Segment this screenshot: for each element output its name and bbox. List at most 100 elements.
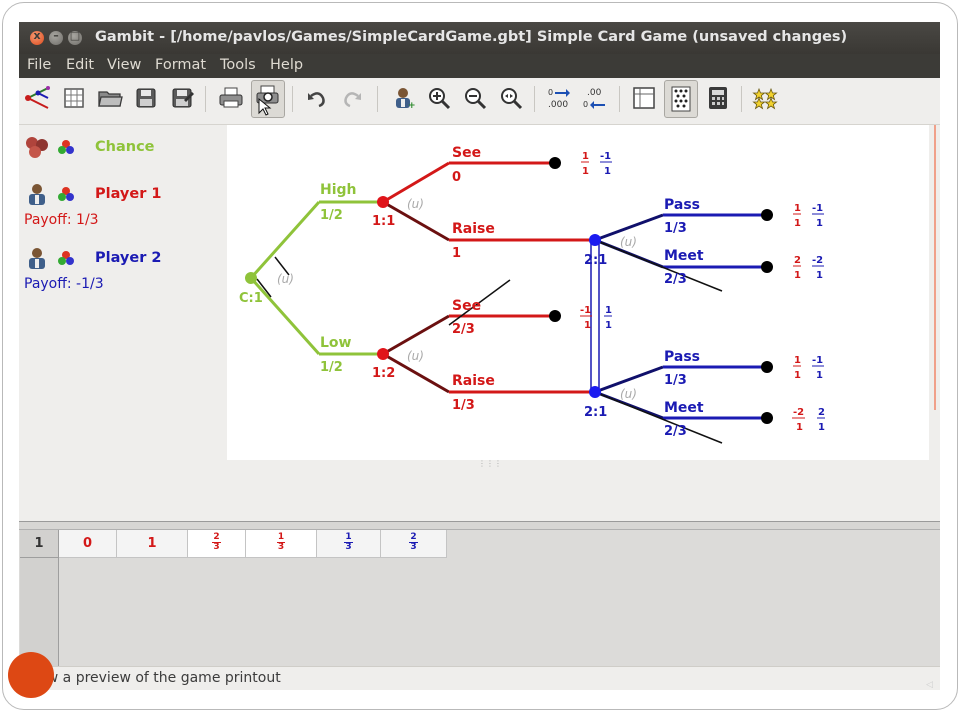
payoff-p1-denominator: 1 bbox=[794, 370, 801, 381]
unknown-label: (u) bbox=[407, 349, 424, 363]
menu-edit[interactable]: Edit bbox=[66, 57, 95, 73]
menu-view[interactable]: View bbox=[107, 57, 142, 73]
prob-low-see-label: 2/3 bbox=[452, 322, 475, 337]
zoom-out-icon bbox=[465, 88, 487, 110]
player1-payoff: Payoff: 1/3 bbox=[24, 212, 99, 228]
branch-low[interactable] bbox=[249, 276, 383, 356]
prob-high-label: 1/2 bbox=[320, 208, 343, 223]
zoom-fit-button[interactable] bbox=[496, 83, 526, 113]
toolbar-separator bbox=[534, 86, 535, 112]
decimals-decrease-button[interactable]: .00 0 bbox=[580, 83, 610, 113]
decimals-increase-button[interactable]: 0 .000 bbox=[545, 83, 575, 113]
open-button[interactable] bbox=[95, 83, 125, 113]
page-corner-mark: ◁ bbox=[926, 680, 933, 690]
player1-color-icon[interactable] bbox=[58, 186, 74, 202]
branch-low-see[interactable] bbox=[382, 314, 555, 356]
action-low-raise-label: Raise bbox=[452, 373, 495, 389]
action-b-pass-label: Pass bbox=[664, 349, 700, 365]
print-icon bbox=[219, 87, 243, 108]
game-tree-canvas[interactable]: High 1/2 Low 1/2 See 0 Raise 1 bbox=[227, 125, 929, 460]
pane-splitter-handle[interactable]: ⋮⋮⋮ bbox=[478, 459, 502, 468]
terminal-node[interactable] bbox=[549, 310, 561, 322]
strategic-view-icon bbox=[671, 86, 691, 112]
table-row-header-area bbox=[20, 558, 59, 667]
branch-tick bbox=[596, 240, 723, 292]
prob-b-pass-label: 1/3 bbox=[664, 373, 687, 388]
player1-node-high[interactable] bbox=[377, 196, 389, 208]
chance-node[interactable] bbox=[245, 272, 257, 284]
equilibria-button[interactable] bbox=[750, 83, 780, 113]
terminal-node[interactable] bbox=[761, 412, 773, 424]
branch-high-see[interactable] bbox=[382, 161, 555, 204]
zoom-out-button[interactable] bbox=[460, 83, 490, 113]
branch-high[interactable] bbox=[249, 200, 383, 280]
new-button[interactable] bbox=[59, 83, 89, 113]
maximize-button[interactable]: □ bbox=[68, 29, 82, 45]
fraction-numerator: 2 bbox=[409, 532, 418, 543]
prob-b-meet-label: 2/3 bbox=[664, 424, 687, 439]
table-row-header[interactable]: 1 bbox=[20, 530, 59, 558]
branch-a-pass[interactable] bbox=[594, 213, 767, 242]
node-1-1-label: 1:1 bbox=[372, 214, 395, 229]
zoom-in-button[interactable] bbox=[424, 83, 454, 113]
branch-high-raise[interactable] bbox=[382, 200, 595, 242]
player1-node-low[interactable] bbox=[377, 348, 389, 360]
payoff-p1-numerator: 1 bbox=[582, 151, 589, 162]
player2-node-upper[interactable] bbox=[589, 234, 601, 246]
menu-file[interactable]: File bbox=[27, 57, 52, 73]
terminal-node[interactable] bbox=[549, 157, 561, 169]
player2-node-lower[interactable] bbox=[589, 386, 601, 398]
tree-view-button[interactable] bbox=[629, 83, 659, 113]
branch-tick bbox=[256, 278, 272, 298]
table-cell[interactable]: 0 bbox=[59, 530, 117, 558]
chance-color-icon[interactable] bbox=[58, 139, 74, 155]
branch-tick bbox=[596, 392, 723, 444]
print-preview-button[interactable] bbox=[251, 80, 285, 118]
print-button[interactable] bbox=[216, 83, 246, 113]
table-cell[interactable]: 1 bbox=[117, 530, 188, 558]
add-player-button[interactable]: + bbox=[388, 83, 418, 113]
save-button[interactable] bbox=[131, 83, 161, 113]
equilibria-icon bbox=[752, 87, 778, 110]
calculator-button[interactable] bbox=[703, 83, 733, 113]
payoff-p1-numerator: 1 bbox=[794, 355, 801, 366]
status-bar: View a preview of the game printout bbox=[19, 666, 940, 690]
strategic-view-button[interactable] bbox=[664, 80, 698, 118]
terminal-node[interactable] bbox=[761, 361, 773, 373]
save-as-button[interactable] bbox=[167, 83, 197, 113]
menu-format[interactable]: Format bbox=[155, 57, 207, 73]
terminal-node[interactable] bbox=[761, 261, 773, 273]
chance-player-name[interactable]: Chance bbox=[95, 139, 155, 155]
player2-name[interactable]: Player 2 bbox=[95, 250, 162, 266]
redo-button[interactable] bbox=[337, 83, 367, 113]
terminal-node[interactable] bbox=[761, 209, 773, 221]
fraction-numerator: 1 bbox=[276, 532, 286, 543]
player1-name[interactable]: Player 1 bbox=[95, 186, 162, 202]
new-table-icon bbox=[64, 88, 84, 108]
gambit-logo-button[interactable] bbox=[23, 83, 53, 113]
undo-button[interactable] bbox=[302, 83, 332, 113]
minimize-button[interactable]: – bbox=[49, 29, 63, 45]
payoff-a-pass: 1 1 -1 1 bbox=[793, 203, 824, 229]
payoff-b-meet: -2 1 2 1 bbox=[792, 407, 825, 433]
node-1-2-label: 1:2 bbox=[372, 366, 395, 381]
toolbar-separator bbox=[377, 86, 378, 112]
window-title: Gambit - [/home/pavlos/Games/SimpleCardG… bbox=[95, 29, 848, 45]
menu-tools[interactable]: Tools bbox=[220, 57, 256, 73]
game-tree[interactable]: High 1/2 Low 1/2 See 0 Raise 1 bbox=[227, 125, 929, 460]
close-button[interactable]: x bbox=[30, 29, 44, 45]
payoff-b-pass: 1 1 -1 1 bbox=[793, 355, 824, 381]
dice-icon[interactable] bbox=[24, 135, 50, 159]
menu-help[interactable]: Help bbox=[270, 57, 304, 73]
branch-b-pass[interactable] bbox=[594, 365, 767, 394]
player2-color-icon[interactable] bbox=[58, 250, 74, 266]
payoff-p2-numerator: 1 bbox=[605, 305, 612, 316]
decimals-down-text: .00 bbox=[587, 88, 602, 98]
decorative-circle bbox=[8, 652, 54, 698]
branch-low-raise[interactable] bbox=[382, 352, 595, 394]
undo-icon bbox=[308, 92, 325, 108]
